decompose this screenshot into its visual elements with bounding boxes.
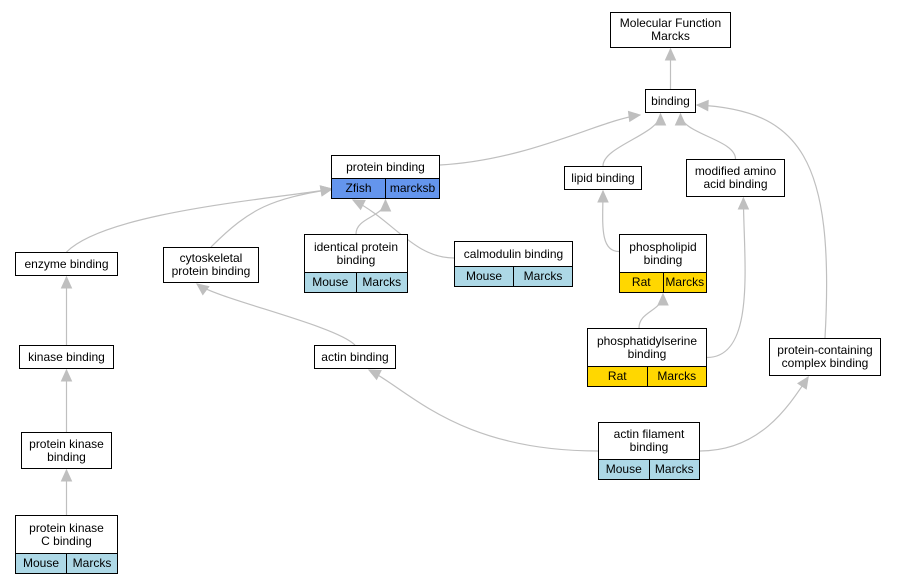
go-term-node-actin-binding[interactable]: actin binding	[314, 345, 396, 369]
gene-tag: Marcks	[662, 273, 706, 292]
node-label-line: protein kinase	[29, 520, 104, 535]
node-label-line: actin binding	[321, 349, 389, 364]
edge-arrowhead	[367, 369, 382, 381]
node-label-line: binding	[627, 346, 667, 361]
edge-protein-containing-complex-binding-to-binding	[696, 104, 828, 339]
edge-modified-amino-acid-binding-to-binding	[679, 113, 737, 160]
species-tag: Rat	[620, 273, 663, 292]
edge-arrowhead	[654, 112, 667, 126]
node-label-line: lipid binding	[571, 170, 635, 185]
edge-arrowhead	[196, 283, 210, 296]
node-label-line: binding	[629, 440, 669, 454]
edge-actin-filament-binding-to-protein-containing-complex-binding	[699, 376, 809, 452]
edge-arrowhead	[351, 199, 366, 211]
node-label-line: Molecular Function	[619, 16, 722, 30]
edge-arrowhead	[674, 112, 687, 126]
go-term-node-enzyme-binding[interactable]: enzyme binding	[15, 252, 118, 276]
node-label-line: protein kinase	[29, 436, 104, 451]
node-label-line: protein binding	[346, 159, 425, 174]
gene-tag: Marcks	[513, 267, 572, 286]
node-label-line: binding	[336, 252, 376, 267]
species-tag: Mouse	[305, 273, 356, 292]
edge-arrowhead	[657, 292, 669, 306]
node-label-line: binding	[643, 252, 683, 267]
edge-arrowhead	[627, 110, 642, 123]
edge-actin-filament-binding-to-actin-binding	[368, 369, 599, 452]
edge-actin-binding-to-cytoskeletal-protein-binding	[196, 283, 356, 346]
species-tag: Zfish	[332, 179, 385, 198]
node-label-line: calmodulin binding	[463, 246, 564, 261]
node-label-line: C binding	[41, 533, 92, 548]
go-term-node-kinase-binding[interactable]: kinase binding	[19, 345, 114, 369]
node-label-line: kinase binding	[28, 349, 105, 364]
edge-cytoskeletal-protein-binding-to-protein-binding	[210, 188, 333, 248]
species-tag: Rat	[588, 367, 647, 386]
edge-arrowhead	[797, 375, 809, 390]
species-tag: Mouse	[599, 460, 649, 479]
gene-tag: Marcks	[646, 367, 706, 386]
edge-enzyme-binding-to-protein-binding	[66, 188, 333, 253]
node-label-line: protein binding	[171, 264, 251, 278]
node-label-line: phospholipid	[629, 239, 697, 254]
node-label-line: modified amino	[694, 164, 777, 178]
gene-tag: marcksb	[385, 179, 439, 198]
edge-arrowhead	[319, 185, 334, 197]
edge-protein-binding-to-binding	[439, 114, 641, 166]
go-term-node-binding[interactable]: binding	[645, 89, 696, 113]
node-label-line: phosphatidylserine	[596, 333, 698, 348]
gene-tag: Marcks	[66, 554, 117, 573]
node-label-line: binding	[651, 93, 690, 108]
species-tag: Mouse	[16, 554, 66, 573]
edge-arrowhead	[60, 368, 73, 382]
edge-phosphatidylserine-binding-to-modified-amino-acid-binding	[706, 197, 746, 359]
gene-tag: Marcks	[355, 273, 407, 292]
node-label-line: cytoskeletal	[179, 251, 243, 265]
species-tag: Mouse	[455, 267, 513, 286]
edge-arrowhead	[695, 99, 709, 112]
edge-phosphatidylserine-binding-to-phospholipid-binding	[638, 293, 664, 329]
edge-arrowhead	[664, 47, 677, 61]
edge-arrowhead	[379, 198, 392, 212]
node-label-line: actin filament	[613, 427, 685, 441]
go-term-node-lipid-binding[interactable]: lipid binding	[564, 166, 642, 190]
node-label-line: Marcks	[651, 29, 690, 43]
node-label-line: complex binding	[781, 356, 869, 370]
edge-arrowhead	[60, 468, 73, 482]
edge-arrowhead	[597, 189, 609, 203]
node-label-line: enzyme binding	[24, 256, 109, 271]
edge-arrowhead	[737, 196, 750, 210]
edge-arrowhead	[60, 275, 73, 289]
gene-tag: Marcks	[648, 460, 699, 479]
node-label-line: identical protein	[313, 239, 399, 254]
node-label-line: acid binding	[703, 177, 768, 191]
node-label-line: binding	[47, 449, 86, 464]
node-label-line: protein-containing	[777, 343, 873, 357]
